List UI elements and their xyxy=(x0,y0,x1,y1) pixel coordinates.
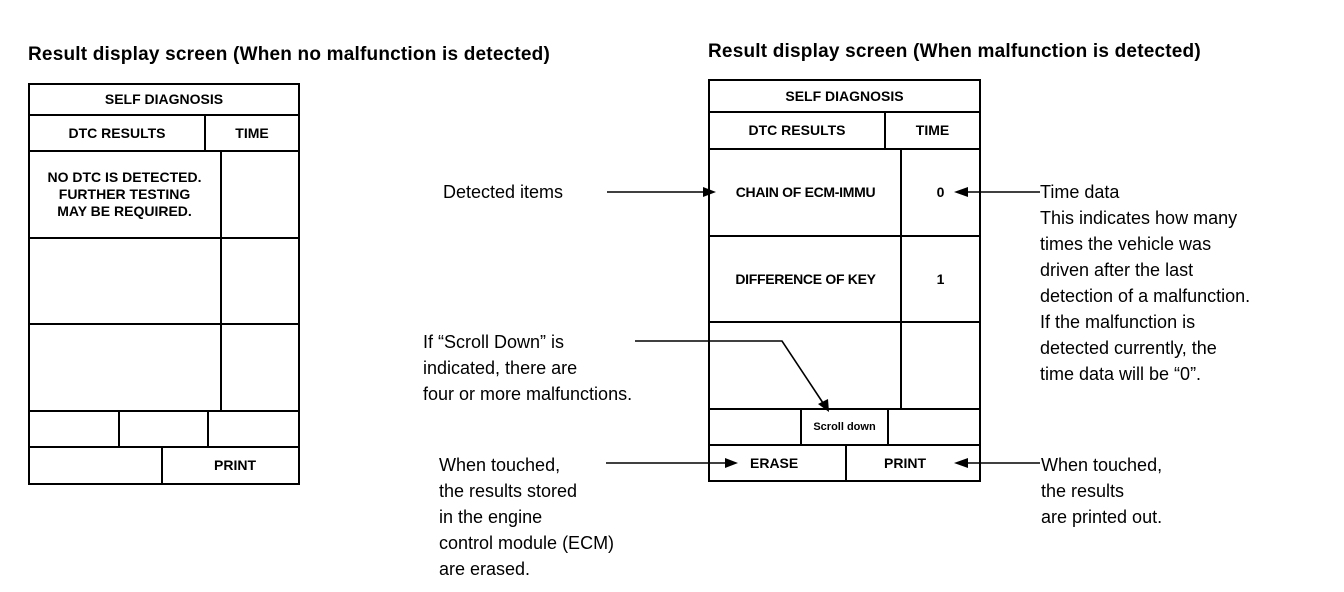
erase-button[interactable]: ERASE xyxy=(750,455,799,471)
time-data-line: detection of a malfunction. xyxy=(1040,286,1251,306)
erase-note-line: the results stored xyxy=(439,481,578,501)
right-screen-frame xyxy=(708,79,981,482)
erase-note-line: are erased. xyxy=(439,559,531,579)
time-data-line: If the malfunction is xyxy=(1040,312,1196,332)
dtc-item-row-2[interactable]: DIFFERENCE OF KEY xyxy=(735,270,876,287)
right-col-time-header: TIME xyxy=(915,122,950,138)
arrowhead-icon xyxy=(725,458,738,468)
time-data-note: Time data This indicates how many times … xyxy=(1040,179,1250,387)
detected-items-label: Detected items xyxy=(443,182,564,202)
time-data-line: Time data xyxy=(1040,182,1120,202)
right-print-button[interactable]: PRINT xyxy=(884,455,926,471)
right-screen-title: SELF DIAGNOSIS xyxy=(785,87,904,104)
left-screen-title: SELF DIAGNOSIS xyxy=(104,91,224,107)
no-dtc-message-line: MAY BE REQUIRED. xyxy=(57,203,192,219)
print-note-line: are printed out. xyxy=(1041,507,1163,527)
arrowhead-icon xyxy=(954,458,968,468)
time-data-line: times the vehicle was xyxy=(1040,234,1212,254)
no-dtc-message: NO DTC IS DETECTED. FURTHER TESTING MAY … xyxy=(29,152,220,237)
left-col-dtc-header: DTC RESULTS xyxy=(68,124,166,141)
dtc-time-row-2: 1 xyxy=(936,270,945,287)
left-heading: Result display screen (When no malfuncti… xyxy=(28,44,550,65)
right-heading: Result display screen (When malfunction … xyxy=(708,41,1201,62)
dtc-item-row-1[interactable]: CHAIN OF ECM-IMMU xyxy=(735,184,876,200)
scroll-note-line: indicated, there are xyxy=(423,358,578,378)
print-note-line: When touched, xyxy=(1041,455,1163,475)
scroll-note-line: If “Scroll Down” is xyxy=(423,332,565,352)
print-note: When touched, the results are printed ou… xyxy=(1041,452,1162,530)
right-col-dtc-header: DTC RESULTS xyxy=(748,122,846,138)
time-data-line: detected currently, the xyxy=(1040,338,1217,358)
erase-note-line: in the engine xyxy=(439,507,543,527)
time-data-line: time data will be “0”. xyxy=(1040,364,1202,384)
left-print-button[interactable]: PRINT xyxy=(214,457,256,473)
erase-note-line: When touched, xyxy=(439,455,561,475)
left-col-time-header: TIME xyxy=(235,124,269,141)
scroll-down-note: If “Scroll Down” is indicated, there are… xyxy=(423,329,632,407)
no-dtc-message-line: NO DTC IS DETECTED. xyxy=(47,169,202,185)
arrowhead-icon xyxy=(818,399,829,412)
erase-note: When touched, the results stored in the … xyxy=(439,452,614,582)
time-data-line: driven after the last xyxy=(1040,260,1194,280)
arrowhead-icon xyxy=(954,187,968,197)
time-data-line: This indicates how many xyxy=(1040,208,1238,228)
scroll-note-line: four or more malfunctions. xyxy=(423,384,633,404)
no-dtc-message-line: FURTHER TESTING xyxy=(58,186,191,202)
left-screen-frame xyxy=(28,83,300,485)
scroll-down-button[interactable]: Scroll down xyxy=(813,420,876,433)
scroll-down-arrow-line xyxy=(635,340,826,407)
dtc-time-row-1: 0 xyxy=(936,184,945,200)
arrowhead-icon xyxy=(703,187,716,197)
print-note-line: the results xyxy=(1041,481,1125,501)
erase-note-line: control module (ECM) xyxy=(439,533,615,553)
